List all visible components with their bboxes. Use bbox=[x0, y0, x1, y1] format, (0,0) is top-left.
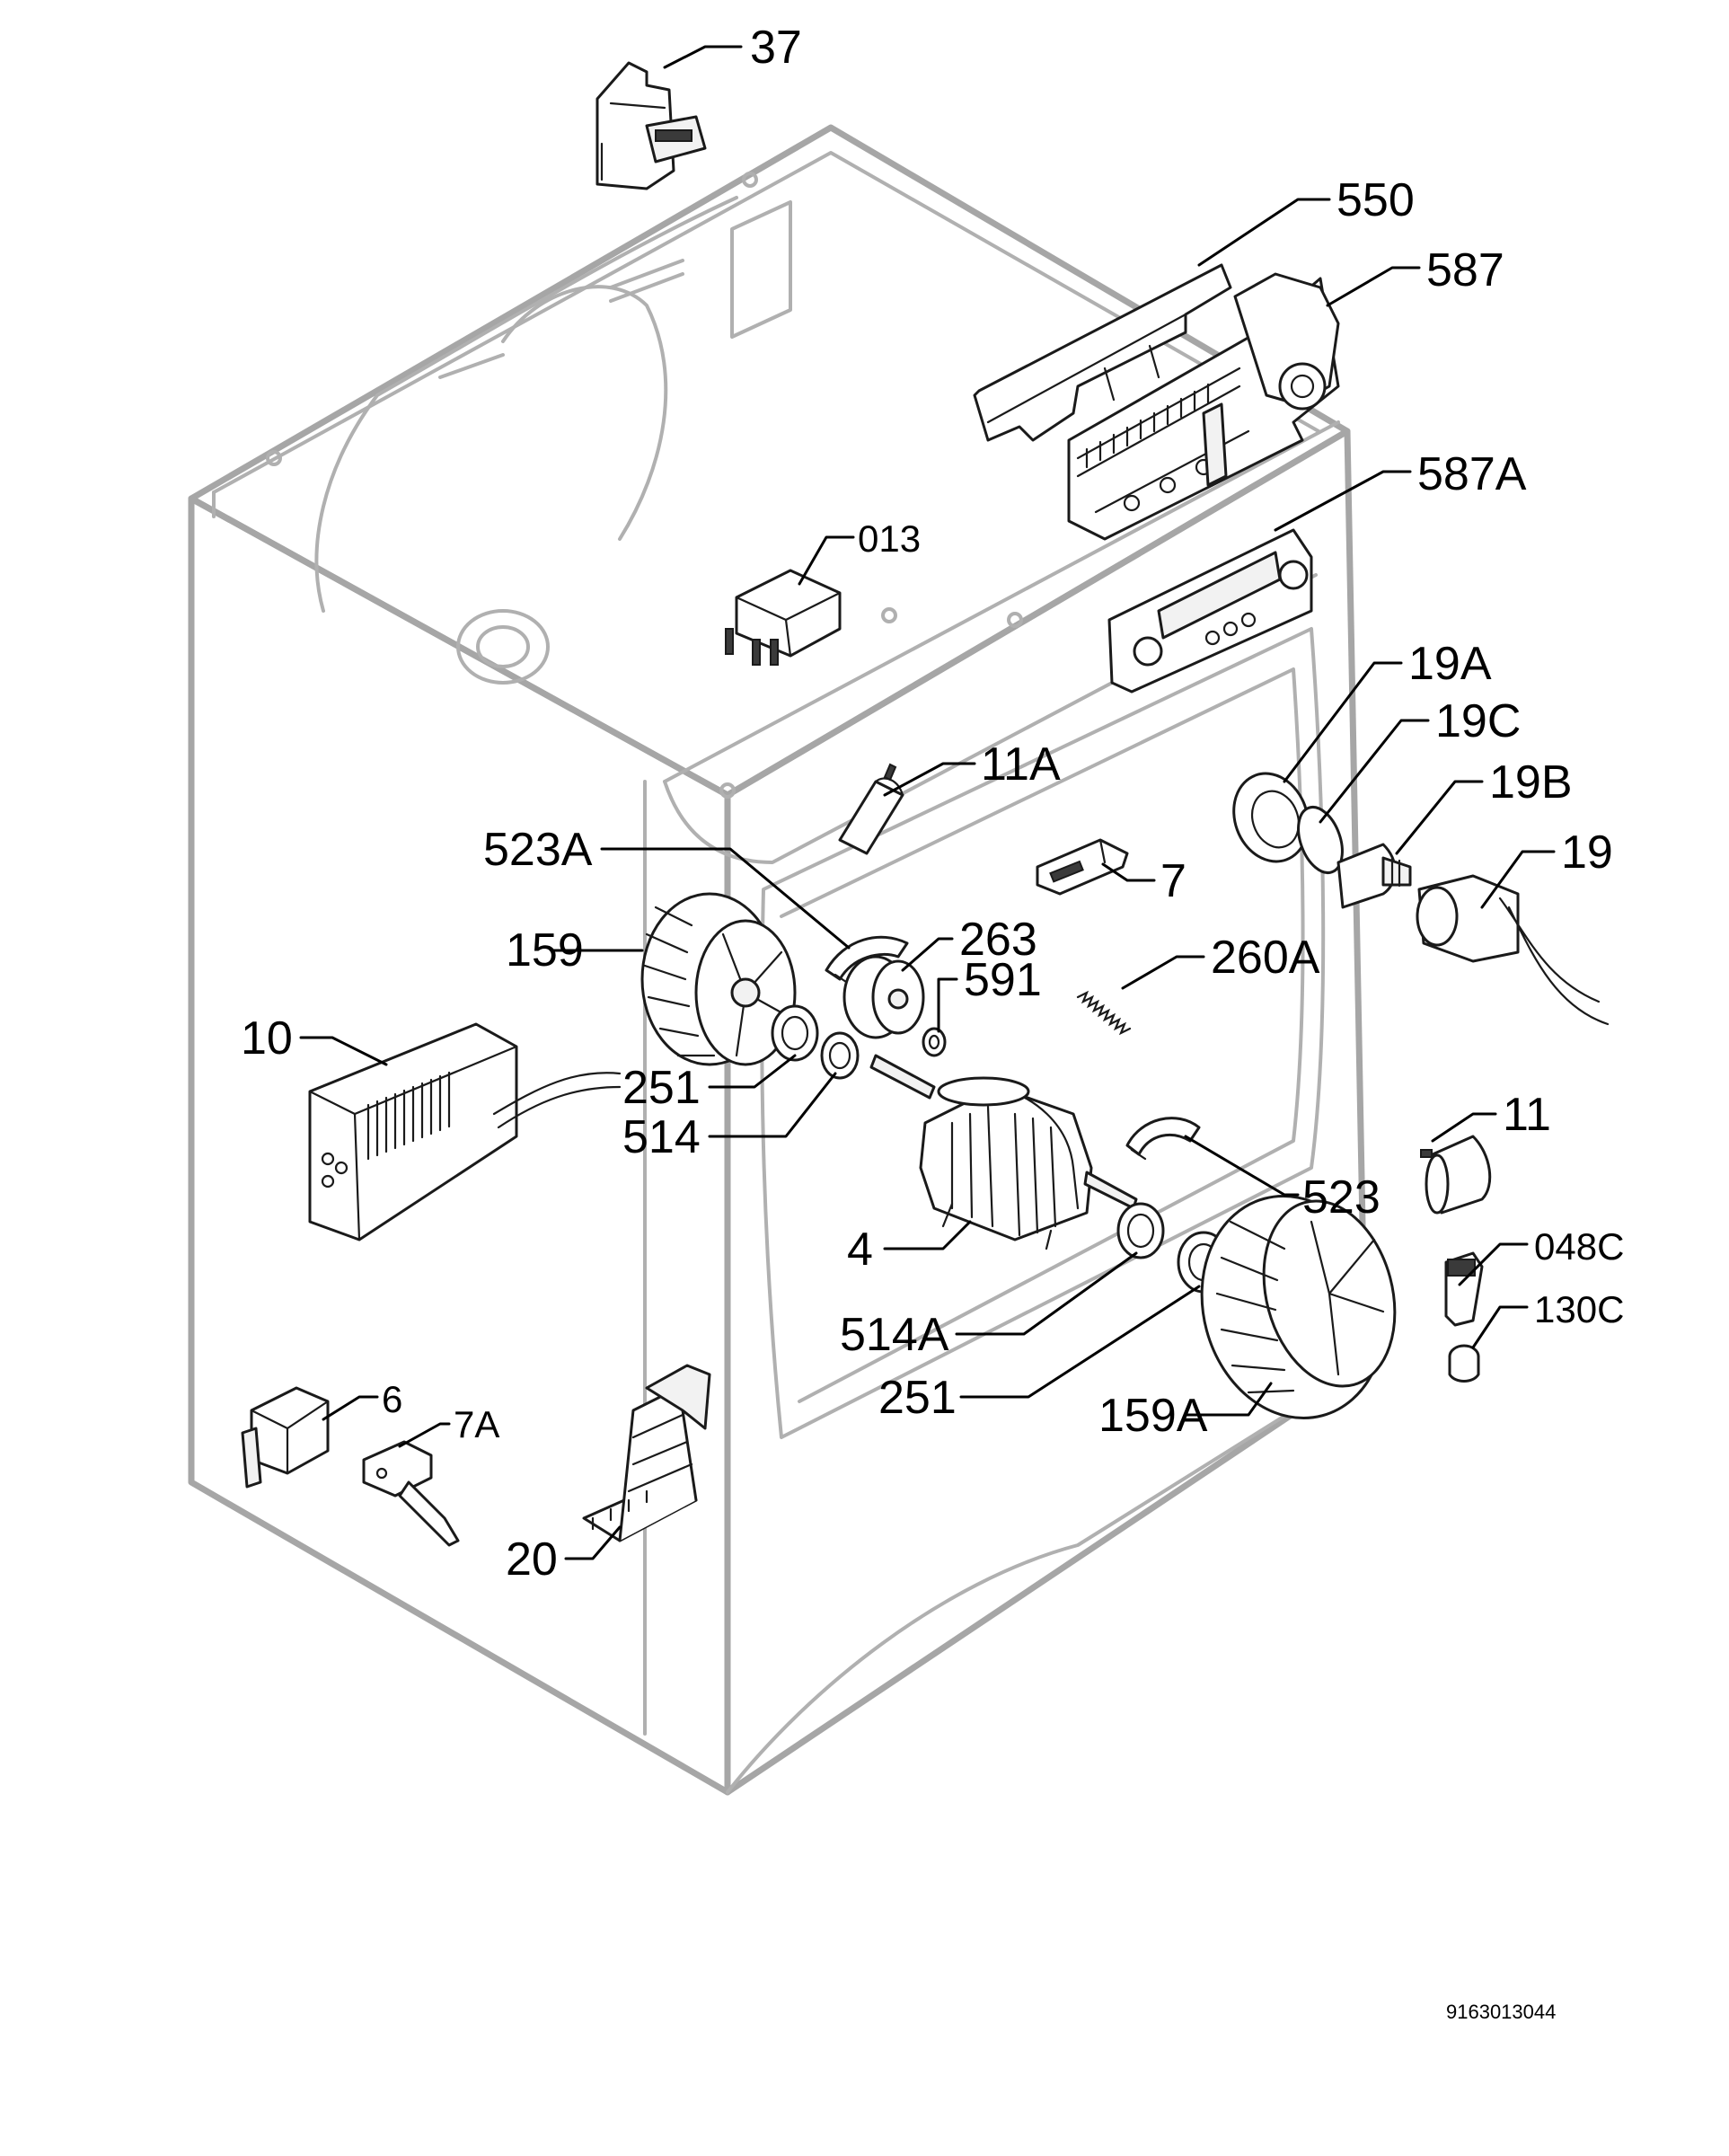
part-7-switch bbox=[1036, 838, 1129, 896]
part-159-drive-wheel bbox=[640, 892, 797, 1066]
label-587A: 587A bbox=[1417, 448, 1527, 500]
label-4: 4 bbox=[847, 1224, 873, 1276]
label-591: 591 bbox=[964, 954, 1042, 1006]
label-7: 7 bbox=[1160, 855, 1186, 907]
part-6-sensor bbox=[241, 1386, 330, 1489]
part-587A-control-panel bbox=[1107, 528, 1313, 694]
label-159: 159 bbox=[506, 924, 584, 976]
part-4-motor bbox=[869, 1054, 1138, 1250]
part-130C-cap bbox=[1448, 1344, 1480, 1383]
part-10-heater-assembly bbox=[308, 1022, 622, 1241]
label-6: 6 bbox=[382, 1378, 402, 1420]
part-591-washer bbox=[922, 1027, 947, 1057]
label-523A: 523A bbox=[483, 824, 593, 876]
label-013: 013 bbox=[858, 517, 921, 560]
part-37-door-lock bbox=[595, 61, 707, 190]
label-20: 20 bbox=[506, 1533, 558, 1586]
label-19C: 19C bbox=[1435, 695, 1521, 747]
part-19B-bulb bbox=[1336, 843, 1412, 909]
label-587: 587 bbox=[1426, 244, 1504, 296]
label-19B: 19B bbox=[1489, 756, 1573, 808]
label-263: 263 bbox=[959, 914, 1037, 966]
cabinet-outline bbox=[188, 124, 1369, 1796]
part-11A-capacitor bbox=[838, 763, 904, 855]
label-19: 19 bbox=[1561, 826, 1613, 879]
part-251-bearing-ring-upper bbox=[771, 1004, 819, 1062]
label-10: 10 bbox=[241, 1012, 293, 1065]
part-013-relay bbox=[725, 569, 842, 666]
label-260A: 260A bbox=[1211, 932, 1320, 984]
label-048C: 048C bbox=[1534, 1225, 1624, 1268]
label-550: 550 bbox=[1336, 174, 1415, 226]
part-7A-microswitch bbox=[362, 1440, 460, 1547]
part-20-door-lever bbox=[582, 1364, 711, 1542]
part-260A-spring bbox=[1076, 990, 1132, 1036]
label-11: 11 bbox=[1503, 1089, 1551, 1141]
part-11-capacitor bbox=[1420, 1135, 1492, 1215]
leader-lines bbox=[299, 45, 1556, 1560]
part-523-bracket bbox=[1125, 1117, 1201, 1161]
part-159A-fan-impeller bbox=[1200, 1195, 1397, 1419]
part-263-pulley bbox=[842, 955, 925, 1039]
part-19A-lamp-cover bbox=[1232, 772, 1310, 863]
part-labels: 37 550 587 587A 013 19A 19C 19B 19 11A 5… bbox=[241, 22, 1624, 2023]
part-048C-thermostat bbox=[1444, 1251, 1484, 1327]
part-587-electronic-board bbox=[1067, 272, 1340, 541]
part-514A-seal-ring bbox=[1116, 1202, 1165, 1259]
label-159A: 159A bbox=[1098, 1390, 1208, 1442]
part-514-seal-ring bbox=[820, 1031, 860, 1080]
label-514A: 514A bbox=[840, 1309, 949, 1361]
label-7A: 7A bbox=[454, 1403, 499, 1445]
label-251-upper: 251 bbox=[622, 1062, 701, 1114]
document-number: 9163013044 bbox=[1446, 2001, 1556, 2023]
label-514: 514 bbox=[622, 1111, 701, 1163]
label-11A: 11A bbox=[981, 738, 1061, 791]
label-37: 37 bbox=[750, 22, 802, 74]
label-251-lower: 251 bbox=[878, 1372, 957, 1424]
part-550-cover-strip bbox=[973, 263, 1232, 442]
label-523: 523 bbox=[1302, 1171, 1381, 1224]
label-130C: 130C bbox=[1534, 1288, 1624, 1330]
label-19A: 19A bbox=[1408, 638, 1492, 690]
part-19C-seal bbox=[1297, 806, 1344, 874]
part-19-lamp-holder bbox=[1416, 874, 1610, 1026]
